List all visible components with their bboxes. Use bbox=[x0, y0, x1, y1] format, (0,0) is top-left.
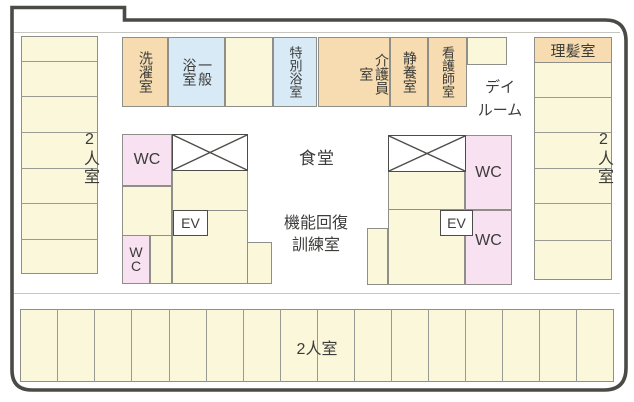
stairs-icon bbox=[172, 134, 248, 171]
room-special-bath: 特別浴室 bbox=[273, 37, 317, 107]
wing-south-divider bbox=[131, 309, 133, 382]
room-unlabeled-top bbox=[225, 37, 273, 107]
wing-west-divider bbox=[21, 203, 98, 205]
wing-south-divider bbox=[280, 309, 282, 382]
wing-west-divider bbox=[21, 239, 98, 241]
stairs-icon bbox=[388, 135, 466, 172]
wing-south-divider bbox=[428, 309, 430, 382]
wing-east-divider bbox=[534, 203, 612, 205]
wing-west-label: 2人室 bbox=[81, 131, 98, 186]
day-room-label: デイ ルーム bbox=[477, 79, 523, 119]
room-unlabeled-center-west bbox=[122, 186, 172, 236]
corridor-line-north bbox=[14, 32, 620, 34]
elevator-box-east: EV bbox=[440, 210, 473, 236]
room-barber: 理髪室 bbox=[534, 37, 612, 63]
wing-east-divider bbox=[534, 240, 612, 242]
wing-east-divider bbox=[534, 97, 612, 99]
wing-south-divider bbox=[576, 309, 578, 382]
wing-east-label: 2人室 bbox=[595, 131, 612, 186]
room-care-staff: 介護員 室 bbox=[318, 37, 390, 107]
wc-label: WC bbox=[133, 151, 161, 168]
room-unlabeled-small bbox=[467, 37, 507, 65]
wc-label: W C bbox=[129, 244, 143, 274]
wing-south-divider bbox=[243, 309, 245, 382]
wing-south-divider bbox=[94, 309, 96, 382]
dining-hall-label: 食堂 bbox=[299, 149, 335, 168]
wing-west-divider bbox=[21, 96, 98, 98]
elevator-label: EV bbox=[181, 215, 200, 231]
wing-south-divider bbox=[169, 309, 171, 382]
wing-south-divider bbox=[391, 309, 393, 382]
corridor-line-south bbox=[14, 293, 620, 295]
room-unlabeled-center-east bbox=[388, 171, 465, 210]
wing-south-divider bbox=[502, 309, 504, 382]
wing-south-divider bbox=[354, 309, 356, 382]
wing-south-divider bbox=[206, 309, 208, 382]
room-unlabeled-center-west bbox=[150, 235, 172, 284]
wc-room-east-upper: WC bbox=[465, 135, 512, 210]
room-barber-label: 理髪室 bbox=[550, 42, 596, 60]
wing-south-divider bbox=[57, 309, 59, 382]
wing-south-label: 2人室 bbox=[296, 341, 338, 358]
elevator-box-west: EV bbox=[173, 210, 208, 236]
wing-south-divider bbox=[465, 309, 467, 382]
wing-south-divider bbox=[539, 309, 541, 382]
training-room-label: 機能回復 訓練室 bbox=[283, 215, 348, 254]
room-laundry: 洗濯室 bbox=[122, 37, 168, 107]
elevator-label: EV bbox=[447, 215, 466, 231]
wc-room-west-lower: W C bbox=[122, 235, 150, 284]
room-unlabeled-center-west bbox=[172, 170, 248, 211]
wc-room-west-upper: WC bbox=[122, 134, 172, 186]
wc-label: WC bbox=[475, 231, 502, 249]
room-rest: 静養室 bbox=[390, 37, 428, 107]
room-general-bath: 一般 浴室 bbox=[168, 37, 225, 107]
wc-label: WC bbox=[475, 163, 502, 181]
wing-west-divider bbox=[21, 61, 98, 63]
